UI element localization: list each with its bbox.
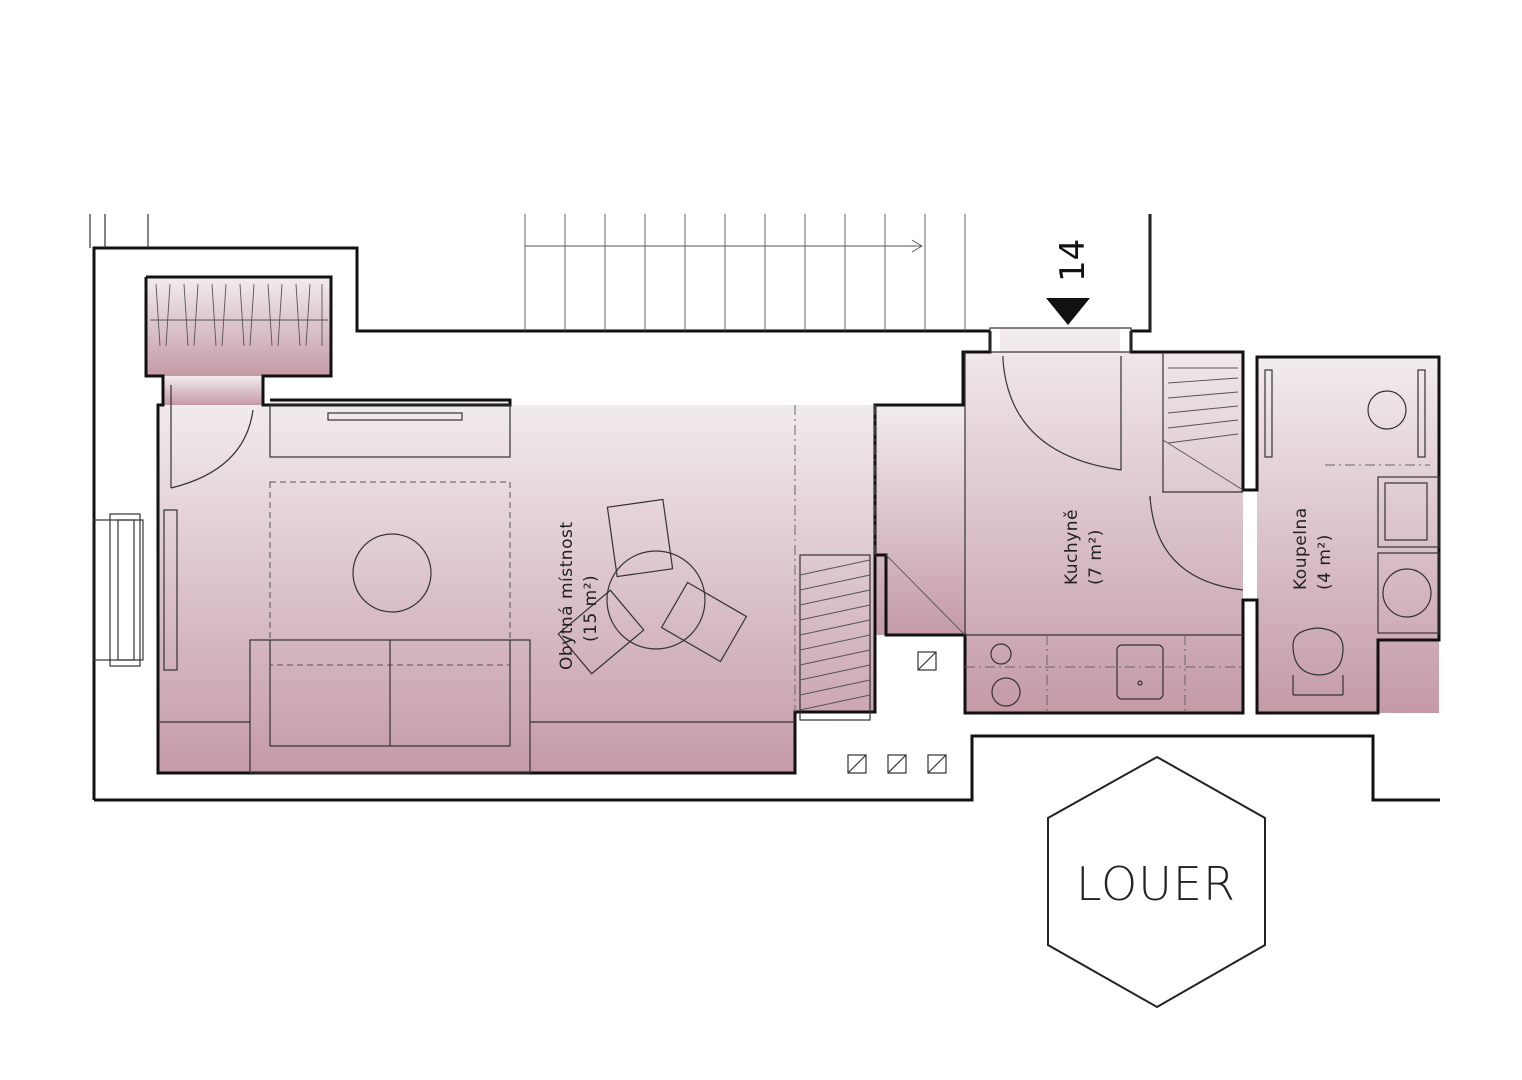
stair-middle: [799, 405, 966, 721]
room-label-kitchen: Kuchyně (7 m²): [1062, 509, 1106, 585]
window-left: [92, 509, 178, 671]
living-room-furniture: [158, 404, 796, 774]
room-name-living: Obytná místnost: [557, 522, 577, 671]
room-area-kitchen: (7 m²): [1086, 529, 1106, 585]
room-area-living: (15 m²): [581, 575, 601, 642]
room-name-bathroom: Koupelna: [1291, 507, 1311, 590]
louer-logo: LOUER: [1047, 755, 1266, 1009]
logo-text: LOUER: [1076, 857, 1236, 911]
doors: [170, 356, 1244, 591]
room-label-bathroom: Koupelna (4 m²): [1291, 507, 1335, 590]
unit-number: 14: [1053, 239, 1093, 282]
stair-upper: [524, 214, 966, 331]
bathroom-fixtures: [1264, 369, 1440, 696]
room-name-kitchen: Kuchyně: [1062, 509, 1082, 585]
room-area-bathroom: (4 m²): [1315, 534, 1335, 590]
room-fills: [146, 277, 1439, 773]
entrance-marker: 14: [1046, 239, 1093, 325]
room-label-living: Obytná místnost (15 m²): [557, 522, 601, 671]
walls: [89, 214, 1441, 802]
vent-symbols: [847, 651, 947, 774]
storage-hatch: [150, 283, 328, 347]
kitchen-fixtures: [965, 367, 1244, 713]
